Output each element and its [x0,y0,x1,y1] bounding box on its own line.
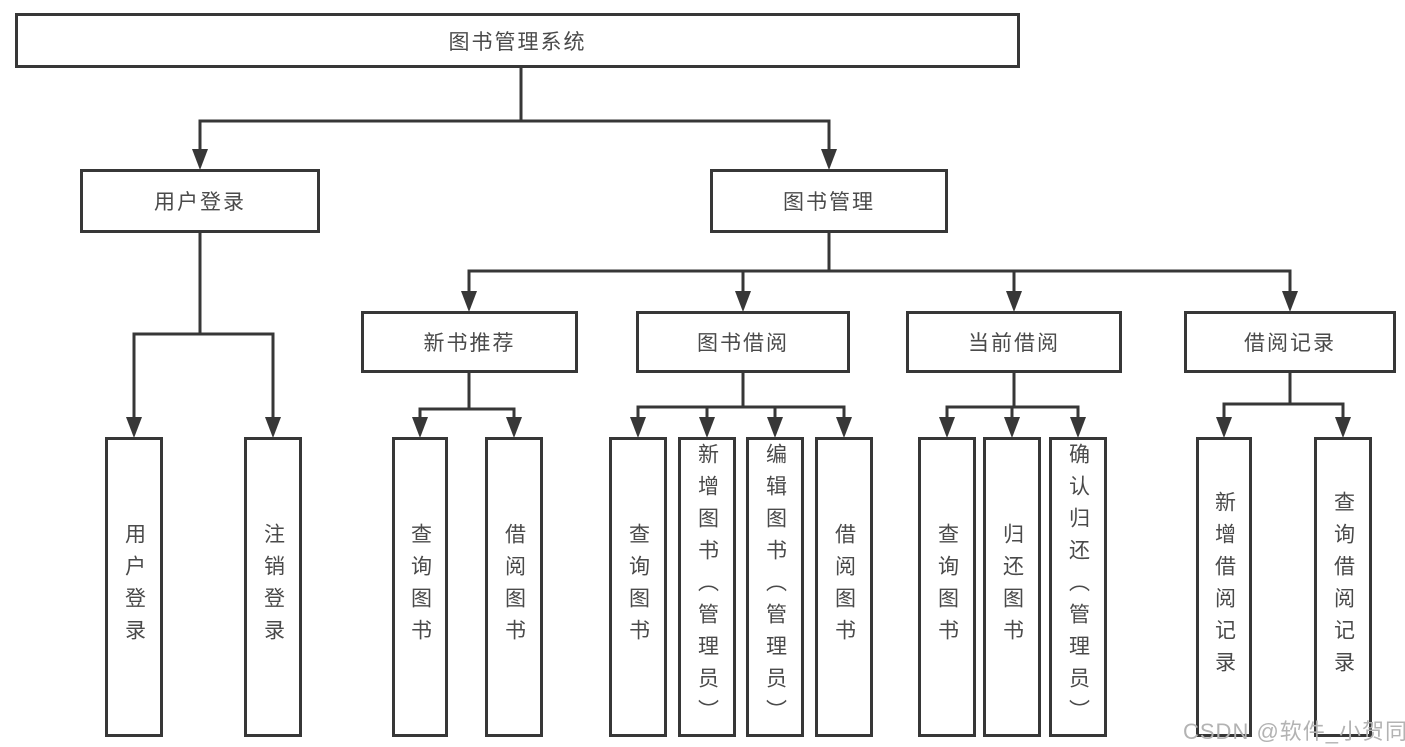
node-user-login: 用户登录 [80,169,320,233]
node-add-books-admin: 新增图书（管理员） [678,437,736,737]
node-query-books-borrowing: 查询图书 [609,437,667,737]
node-borrowing-records: 借阅记录 [1184,311,1396,373]
node-borrow-books-borrowing: 借阅图书 [815,437,873,737]
node-current-borrowing: 当前借阅 [906,311,1122,373]
node-return-books: 归还图书 [983,437,1041,737]
node-query-borrowing-record: 查询借阅记录 [1314,437,1372,737]
csdn-watermark: CSDN @软件_小贺同学 [1183,719,1405,744]
node-query-books-recommendation: 查询图书 [392,437,448,737]
node-edit-books-admin: 编辑图书（管理员） [746,437,804,737]
node-confirm-return-admin: 确认归还（管理员） [1049,437,1107,737]
node-query-books-current: 查询图书 [918,437,976,737]
node-user-login-leaf: 用户登录 [105,437,163,737]
node-library-management-system: 图书管理系统 [15,13,1020,68]
node-borrow-books-recommendation: 借阅图书 [485,437,543,737]
node-logout: 注销登录 [244,437,302,737]
node-add-borrowing-record: 新增借阅记录 [1196,437,1252,737]
node-book-borrowing: 图书借阅 [636,311,850,373]
node-new-book-recommendation: 新书推荐 [361,311,578,373]
node-book-management: 图书管理 [710,169,948,233]
